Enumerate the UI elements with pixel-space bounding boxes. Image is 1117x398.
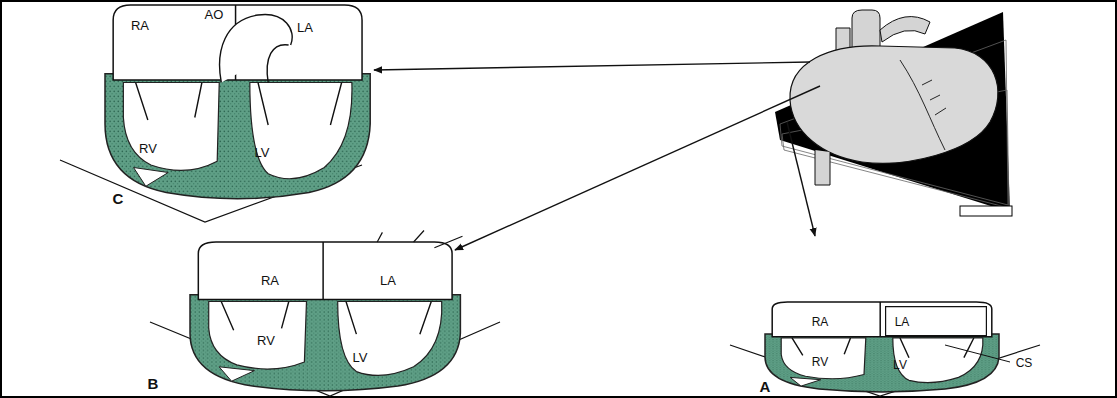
chamber-label: RA: [812, 316, 829, 328]
chamber-label: RA: [131, 19, 149, 32]
panel-letter: B: [148, 376, 159, 391]
chamber-label: LA: [895, 316, 910, 328]
heart-icon: [775, 10, 1012, 216]
panel-letter: A: [760, 379, 771, 394]
chamber-label: LA: [297, 21, 313, 34]
chamber-label: LV: [893, 359, 907, 371]
section-b: [190, 230, 462, 390]
section-a: [765, 302, 999, 392]
section-c: [105, 5, 370, 199]
chamber-label: LV: [353, 351, 368, 364]
chamber-label: RV: [257, 334, 275, 347]
vessel-label: AO: [205, 8, 224, 21]
chamber-label: RV: [139, 142, 157, 155]
chamber-label: LA: [380, 274, 396, 287]
chamber-label: RV: [812, 356, 828, 368]
chamber-label: LV: [255, 146, 270, 159]
structure-label: CS: [1016, 357, 1033, 369]
view-arrows: [374, 62, 820, 250]
panel-letter: C: [113, 191, 124, 206]
chamber-label: RA: [261, 274, 279, 287]
leader-line: [945, 345, 1010, 362]
